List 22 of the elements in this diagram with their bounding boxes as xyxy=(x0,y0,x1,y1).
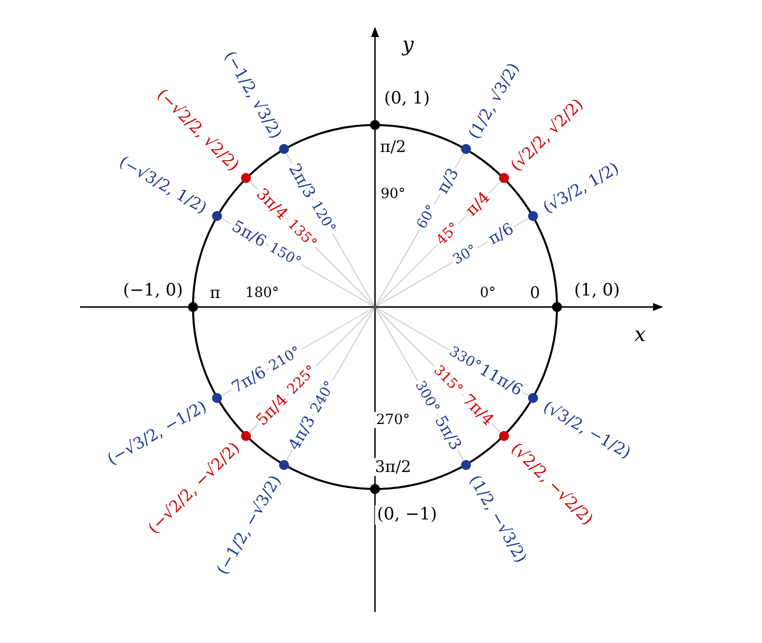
point-marker xyxy=(461,144,471,154)
point-marker xyxy=(279,460,289,470)
point-marker xyxy=(370,484,380,494)
point-marker xyxy=(188,302,198,312)
point-marker xyxy=(370,120,380,130)
point-marker xyxy=(212,211,222,221)
point-marker xyxy=(498,173,509,184)
coordinate-label: (1, 0) xyxy=(572,282,622,300)
coordinate-label: (−1, 0) xyxy=(121,282,185,300)
point-marker xyxy=(212,393,222,403)
origin-point xyxy=(373,305,377,309)
coordinate-label: (0, −1) xyxy=(375,506,439,524)
point-marker xyxy=(528,211,538,221)
point-marker xyxy=(498,430,509,441)
degree-label: 270° xyxy=(374,412,412,428)
coordinate-label: (0, 1) xyxy=(382,90,432,108)
point-marker xyxy=(241,173,252,184)
point-marker xyxy=(461,460,471,470)
point-marker xyxy=(552,302,562,312)
point-marker xyxy=(528,393,538,403)
point-marker xyxy=(241,430,252,441)
point-marker xyxy=(279,144,289,154)
